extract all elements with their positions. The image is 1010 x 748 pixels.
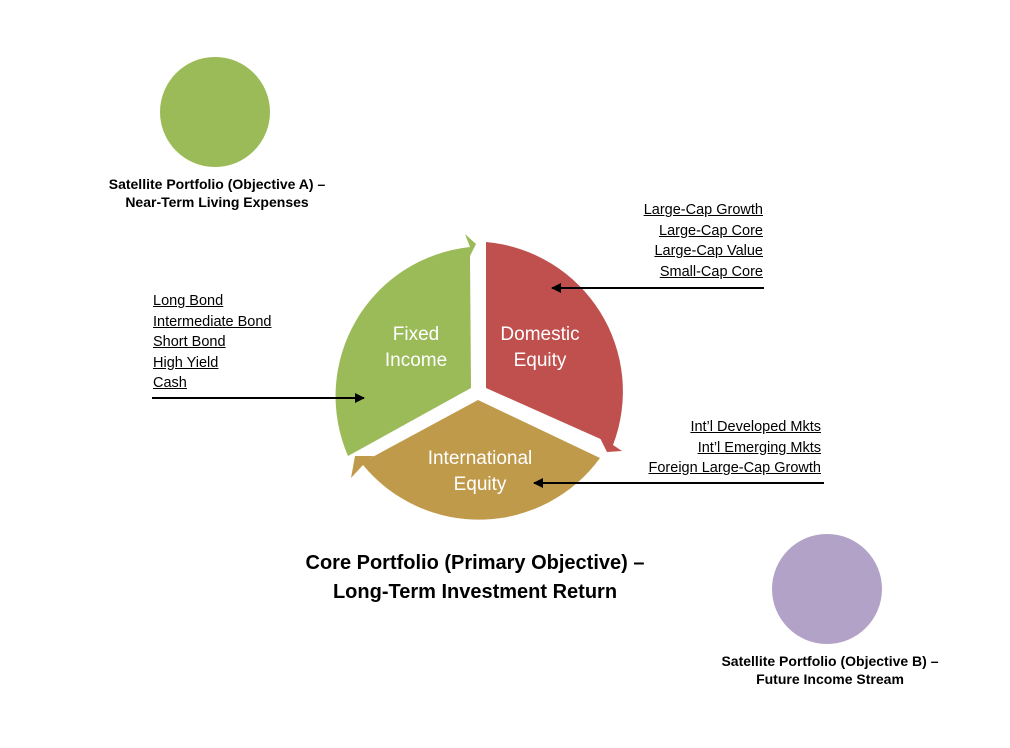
list-item: Foreign Large-Cap Growth: [648, 460, 821, 476]
international-equity-label-2: Equity: [454, 474, 507, 495]
core-portfolio-caption: Core Portfolio (Primary Objective) – Lon…: [245, 549, 705, 607]
domestic-equity-label-2: Equity: [514, 350, 567, 371]
list-item: Intermediate Bond: [153, 313, 272, 330]
domestic-equity-label-1: Domestic: [500, 324, 579, 345]
core-line1: Core Portfolio (Primary Objective) –: [305, 552, 645, 574]
list-item: High Yield: [153, 354, 219, 371]
international-equity-segment: [351, 400, 600, 520]
list-item: Int’l Developed Mkts: [690, 419, 821, 435]
list-item: Long Bond: [153, 293, 224, 309]
satellite-b-line2: Future Income Stream: [756, 671, 904, 688]
satellite-a-line1: Satellite Portfolio (Objective A) –: [108, 176, 326, 192]
satellite-b-caption: Satellite Portfolio (Objective B) – Futu…: [700, 652, 960, 688]
list-item: Short Bond: [153, 334, 226, 350]
satellite-b-circle: [772, 534, 882, 644]
fixed-income-label-1: Fixed: [393, 324, 439, 345]
international-equity-list: Int’l Developed Mkts Int’l Emerging Mkts…: [620, 417, 821, 479]
list-item: Small-Cap Core: [659, 263, 763, 280]
list-item: Int’l Emerging Mkts: [697, 439, 821, 456]
domestic-equity-segment: [486, 242, 623, 452]
satellite-a-caption: Satellite Portfolio (Objective A) – Near…: [92, 175, 342, 211]
international-equity-label-1: International: [428, 448, 533, 469]
list-item: Cash: [153, 375, 187, 391]
list-item: Large-Cap Core: [659, 222, 763, 239]
list-item: Large-Cap Value: [654, 243, 763, 259]
fixed-income-label-2: Income: [385, 350, 447, 371]
core-line2: Long-Term Investment Return: [332, 581, 618, 603]
list-item: Large-Cap Growth: [643, 202, 763, 218]
satellite-b-line1: Satellite Portfolio (Objective B) –: [721, 653, 939, 669]
domestic-equity-list: Large-Cap Growth Large-Cap Core Large-Ca…: [610, 200, 763, 282]
fixed-income-list: Long Bond Intermediate Bond Short Bond H…: [153, 291, 272, 394]
satellite-a-circle: [160, 57, 270, 167]
satellite-a-line2: Near-Term Living Expenses: [125, 194, 309, 211]
fixed-income-segment: [335, 234, 476, 456]
